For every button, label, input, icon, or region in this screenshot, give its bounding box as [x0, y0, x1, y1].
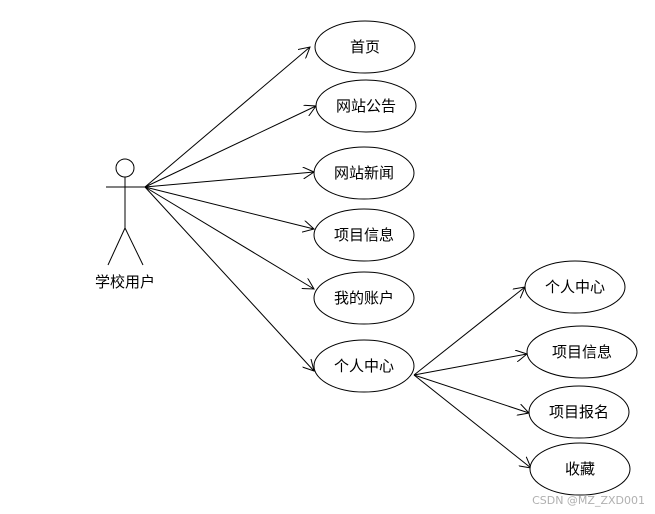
use-case-personal-center: 个人中心 — [313, 339, 415, 393]
use-case-notice-shape — [315, 79, 417, 133]
sub-use-case-project-signup-label: 项目报名 — [549, 403, 609, 421]
actor-label: 学校用户 — [95, 273, 155, 291]
sub-use-case-project-info: 项目信息 — [526, 325, 638, 379]
sub-use-case-personal-center-shape — [524, 260, 626, 314]
edge-to-project-info — [144, 186, 314, 229]
use-case-personal-center-label: 个人中心 — [334, 357, 394, 375]
sub-use-case-project-info-shape — [526, 325, 638, 379]
sub-use-case-personal-center-label: 个人中心 — [545, 278, 605, 296]
watermark: CSDN @MZ_ZXD001 — [532, 494, 645, 507]
sub-use-case-project-signup: 项目报名 — [528, 385, 630, 439]
edge-to-sub-project-signup — [413, 374, 529, 413]
actor-associations — [144, 47, 316, 371]
edge-to-sub-personal-center — [413, 287, 525, 376]
edge-to-my-account — [144, 186, 314, 289]
use-case-my-account-label: 我的账户 — [334, 289, 394, 307]
actor-figure — [106, 158, 145, 266]
actor-right-leg — [124, 227, 144, 266]
use-case-project-info-shape — [313, 208, 415, 262]
sub-use-case-personal-center: 个人中心 — [524, 260, 626, 314]
sub-use-case-favorites-shape — [529, 442, 631, 496]
edge-to-notice — [144, 106, 316, 188]
edge-to-sub-favorites — [413, 374, 531, 468]
use-case-project-info-label: 项目信息 — [334, 226, 394, 244]
use-case-my-account: 我的账户 — [313, 271, 415, 325]
edge-to-sub-project-info — [413, 354, 527, 376]
use-case-news-shape — [313, 146, 415, 200]
sub-use-case-project-info-label: 项目信息 — [552, 343, 612, 361]
edge-to-home — [144, 47, 310, 188]
use-case-home: 首页 — [314, 20, 416, 74]
use-case-home-label: 首页 — [350, 38, 380, 56]
use-case-home-shape — [314, 20, 416, 74]
use-case-notice-label: 网站公告 — [336, 97, 396, 115]
edge-to-personal-center — [144, 186, 314, 371]
actor-left-leg — [107, 227, 126, 266]
sub-use-case-project-signup-shape — [528, 385, 630, 439]
use-case-notice: 网站公告 — [315, 79, 417, 133]
use-case-news-label: 网站新闻 — [334, 164, 394, 182]
use-case-personal-center-shape — [313, 339, 415, 393]
actor-head — [115, 158, 135, 178]
edge-to-news — [144, 172, 314, 188]
sub-use-case-favorites-label: 收藏 — [565, 460, 595, 478]
sub-use-case-favorites: 收藏 — [529, 442, 631, 496]
use-case-news: 网站新闻 — [313, 146, 415, 200]
use-case-project-info: 项目信息 — [313, 208, 415, 262]
sub-associations — [413, 287, 531, 468]
use-case-my-account-shape — [313, 271, 415, 325]
